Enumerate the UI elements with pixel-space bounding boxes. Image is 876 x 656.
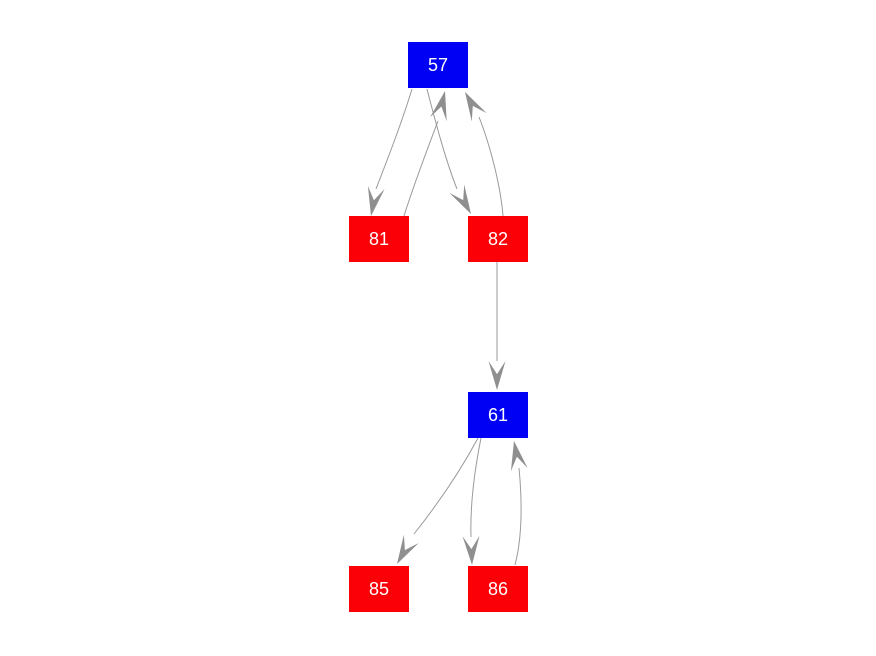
edge-57-81 [375,88,413,190]
node-label: 57 [427,54,449,75]
node-81[interactable]: 81 [349,216,409,262]
node-label: 86 [487,578,509,599]
edge-61-86 [470,437,482,538]
arrowhead-57-81 [367,185,385,216]
node-86[interactable]: 86 [468,566,528,612]
node-85[interactable]: 85 [349,566,409,612]
node-82[interactable]: 82 [468,216,528,262]
edge-86-61 [514,467,522,566]
arrowhead-86-61 [510,441,528,472]
arrowhead-82-61 [488,361,506,390]
arrowhead-82-57 [465,92,487,122]
arrowhead-61-86 [462,535,480,565]
arrowhead-81-57 [430,91,447,122]
node-label: 61 [487,404,509,425]
arrowhead-57-82 [449,184,471,214]
node-label: 85 [368,578,390,599]
node-label: 81 [368,228,390,249]
arrowhead-61-85 [397,534,419,564]
node-61[interactable]: 61 [468,392,528,438]
edge-57-82 [426,88,458,190]
edge-81-57 [403,120,439,217]
edge-61-85 [413,437,479,535]
edge-82-57 [478,116,504,217]
node-57[interactable]: 57 [408,42,468,88]
node-label: 82 [487,228,509,249]
